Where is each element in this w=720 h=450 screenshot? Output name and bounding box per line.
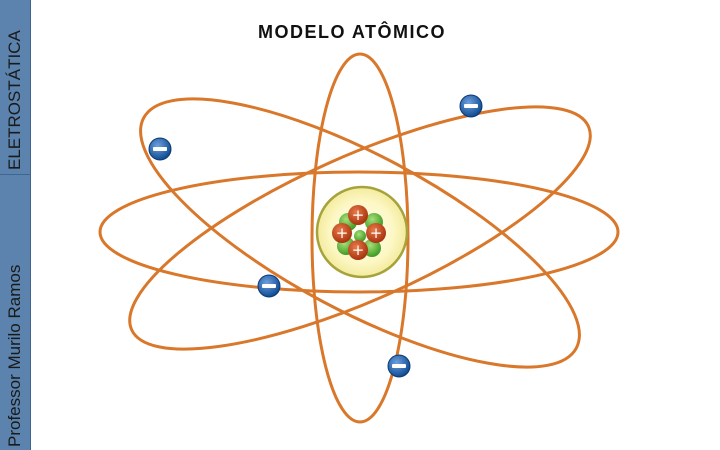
electron bbox=[148, 137, 172, 161]
slide-title: MODELO ATÔMICO bbox=[258, 22, 446, 42]
nucleus: + + + + bbox=[315, 185, 409, 279]
proton: + bbox=[348, 205, 368, 225]
electrons bbox=[148, 94, 483, 378]
orbit-diagonal-down bbox=[139, 97, 581, 369]
electron bbox=[257, 274, 281, 298]
proton-sign: + bbox=[352, 206, 365, 224]
electron bbox=[459, 94, 483, 118]
neutron bbox=[354, 230, 366, 242]
proton: + bbox=[348, 240, 368, 260]
proton-sign: + bbox=[336, 224, 349, 242]
proton-sign: + bbox=[352, 241, 365, 259]
side-divider bbox=[0, 174, 30, 175]
proton: + bbox=[366, 223, 386, 243]
electron bbox=[387, 354, 411, 378]
orbit-horizontal bbox=[98, 170, 620, 294]
proton-sign: + bbox=[370, 224, 383, 242]
proton: + bbox=[332, 223, 352, 243]
orbit-diagonal-up bbox=[128, 105, 592, 351]
orbit-vertical bbox=[310, 52, 410, 424]
side-bar bbox=[0, 0, 31, 450]
orbits bbox=[98, 52, 620, 424]
